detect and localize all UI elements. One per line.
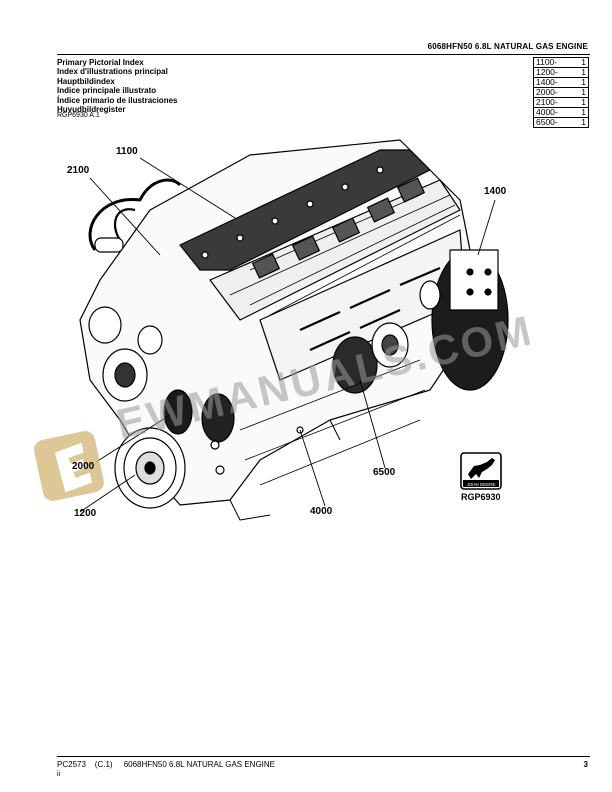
callout-1400: 1400	[484, 186, 507, 197]
section-qty: 1	[566, 117, 589, 128]
logo-figure-label: RGP6930	[461, 492, 501, 502]
john-deere-logo-icon: JOHN DEERE	[460, 452, 502, 490]
index-title-en: Primary Pictorial Index	[57, 58, 144, 67]
brand-text: JOHN DEERE	[466, 482, 495, 487]
footer-doc-info: PC2573 (C.1) 6068HFN50 6.8L NATURAL GAS …	[57, 760, 276, 769]
footer-sub-page: ii	[57, 771, 61, 778]
index-title-fr: Index d'illustrations principal	[57, 67, 168, 77]
index-title-list: Primary Pictorial Index Index d'illustra…	[57, 58, 177, 114]
callout-6500: 6500	[373, 467, 396, 478]
watermark-logo-icon	[34, 431, 104, 501]
page-number: 3	[583, 760, 588, 769]
callout-2100: 2100	[67, 165, 90, 176]
index-title-it: Indice principale illustrato	[57, 86, 157, 96]
figure-reference: RGP6930 A.1	[57, 112, 100, 119]
page-header-title: 6068HFN50 6.8L NATURAL GAS ENGINE	[427, 42, 588, 51]
callout-1200: 1200	[74, 508, 97, 519]
callout-2000: 2000	[72, 461, 95, 472]
index-title-de: Hauptbildindex	[57, 76, 115, 86]
callout-1100: 1100	[116, 146, 138, 157]
callout-4000: 4000	[310, 506, 333, 517]
section-reference-table: 1100-1 1200-1 1400-1 2000-1 2100-1 4000-…	[533, 57, 589, 128]
section-code: 6500-	[533, 117, 566, 128]
index-title-es: Índice primario de ilustraciones	[57, 95, 178, 105]
footer-divider	[57, 756, 590, 757]
index-title-sv: Huvudbildregister	[57, 105, 126, 115]
table-row[interactable]: 6500-1	[533, 117, 589, 128]
header-divider	[57, 54, 590, 55]
